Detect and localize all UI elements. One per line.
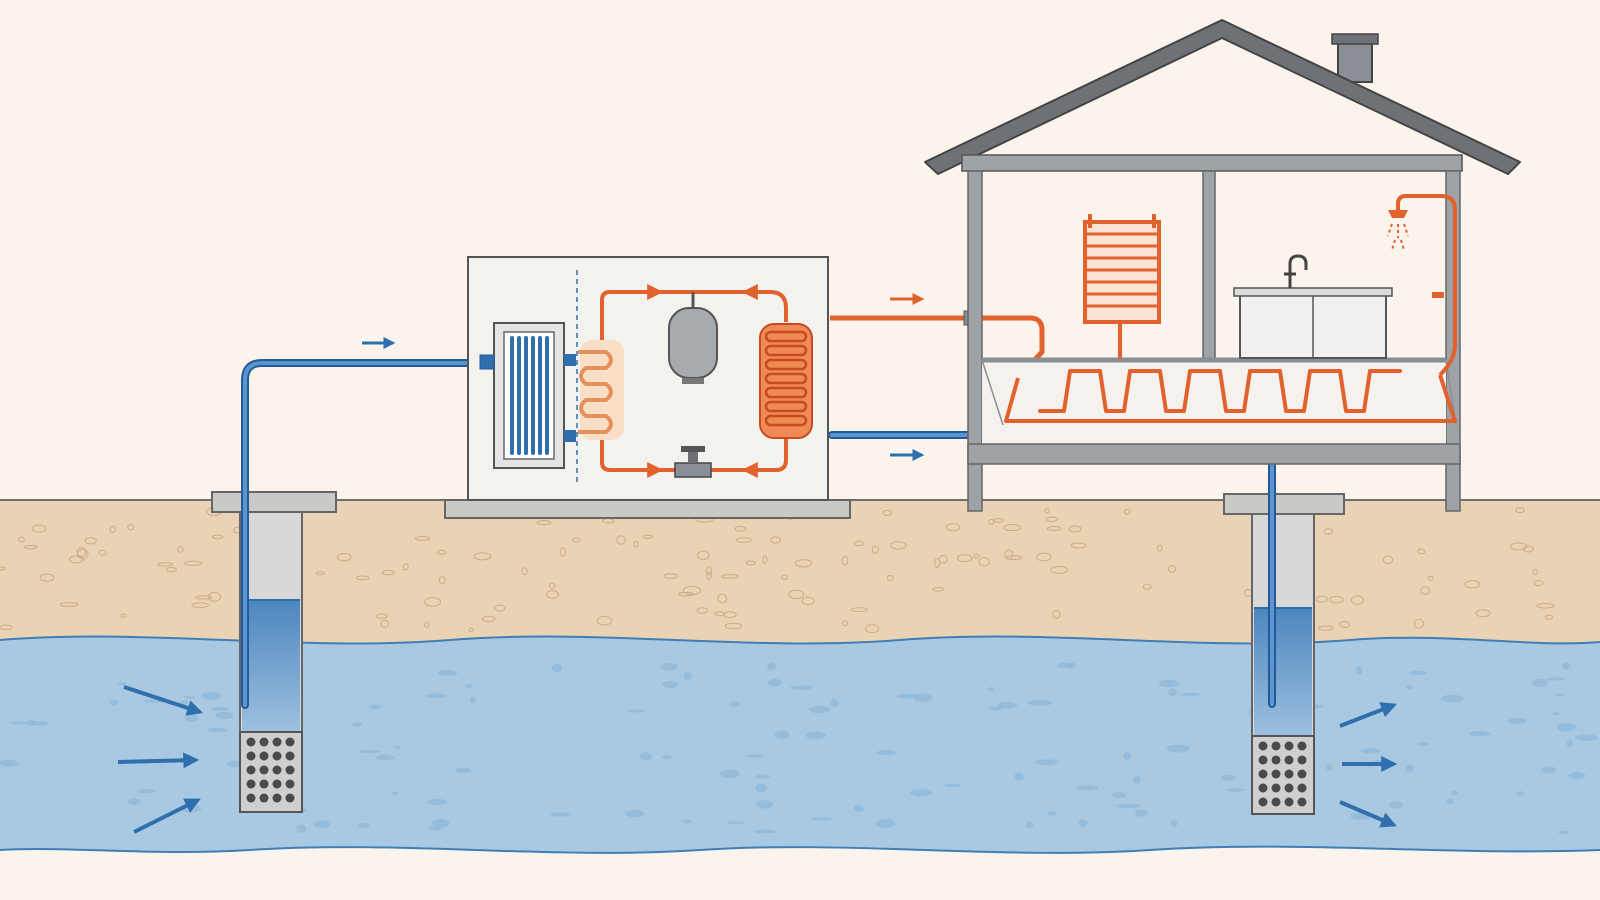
faucet-icon bbox=[1284, 254, 1308, 288]
groundwater-aquifer bbox=[0, 635, 1600, 854]
groundwater-inflow-arrow bbox=[117, 685, 204, 834]
well-screen-icon bbox=[239, 731, 303, 813]
sink-cabinet bbox=[1233, 254, 1393, 359]
compressor-tank-icon bbox=[668, 292, 718, 384]
plate-heat-exchanger bbox=[479, 322, 576, 469]
condenser bbox=[759, 323, 813, 439]
valve-icon bbox=[674, 446, 712, 478]
extraction-well bbox=[211, 491, 337, 813]
underfloor-heating-loop bbox=[1004, 194, 1457, 423]
well-screen-icon bbox=[1251, 735, 1315, 815]
heat-pump-unit bbox=[444, 256, 851, 519]
radiator bbox=[1083, 214, 1161, 324]
water-ripples bbox=[0, 662, 1599, 834]
shower-head-icon bbox=[1387, 194, 1444, 298]
groundwater-supply-pipe bbox=[241, 359, 484, 709]
injection-well bbox=[1223, 493, 1345, 815]
evaporator bbox=[578, 340, 624, 440]
groundwater-outflow-arrow bbox=[1339, 702, 1398, 828]
house bbox=[924, 19, 1521, 512]
